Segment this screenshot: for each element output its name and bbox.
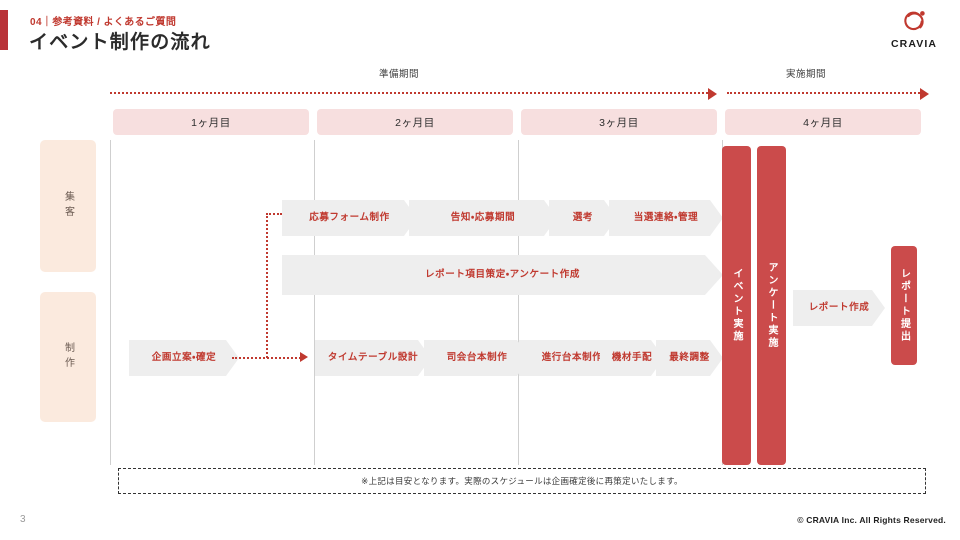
step-report-creation[interactable]: レポート作成 [793, 290, 885, 326]
milestone-event-execution[interactable]: イベント実施 [722, 146, 751, 465]
category-label-production: 制作 [62, 342, 74, 372]
step-equipment-arrangement[interactable]: 機材手配 [600, 340, 664, 376]
connector-stub [266, 213, 282, 215]
milestone-event-execution-label: イベント実施 [731, 268, 742, 343]
page-title: イベント制作の流れ [29, 32, 211, 53]
month-header-1: 1ヶ月目 [113, 109, 309, 135]
step-application-form[interactable]: 応募フォーム制作 [282, 200, 417, 236]
phase-arrow-preparation-head [708, 88, 717, 100]
step-final-adjustment[interactable]: 最終調整 [656, 340, 723, 376]
connector-vertical [266, 213, 268, 358]
phase-label-preparation: 準備期間 [379, 69, 420, 80]
logo-wordmark: CRAVIA [890, 38, 938, 50]
phase-arrow-execution-line [727, 92, 920, 94]
connector-arrow-icon [300, 352, 308, 362]
disclaimer-text: ※上記は目安となります。実際のスケジュールは企画確定後に再策定いたします。 [361, 476, 683, 486]
month-header-2: 2ヶ月目 [317, 109, 513, 135]
breadcrumb: 04｜参考資料 / よくあるご質問 [30, 17, 177, 28]
cravia-swirl-icon [904, 11, 925, 31]
step-screening[interactable]: 選考 [549, 200, 617, 236]
column-divider-1 [314, 140, 315, 465]
phase-arrow-execution-head [920, 88, 929, 100]
phase-arrow-row [0, 88, 960, 100]
connector-horizontal [232, 357, 304, 359]
column-divider-0 [110, 140, 111, 465]
phase-arrow-preparation-line [110, 92, 708, 94]
step-mc-script[interactable]: 司会台本制作 [424, 340, 530, 376]
step-timetable-design[interactable]: タイムテーブル設計 [315, 340, 431, 376]
month-header-3: 3ヶ月目 [521, 109, 717, 135]
category-rail-production: 制作 [40, 292, 96, 422]
phase-label-execution: 実施期間 [786, 69, 827, 80]
milestone-survey-execution[interactable]: アンケート実施 [757, 146, 786, 465]
disclaimer-box: ※上記は目安となります。実際のスケジュールは企画確定後に再策定いたします。 [118, 468, 926, 494]
category-rail-acquisition: 集客 [40, 140, 96, 272]
step-plan-finalize[interactable]: 企画立案・確定 [129, 340, 239, 376]
month-header-4: 4ヶ月目 [725, 109, 921, 135]
milestone-report-submission-label: レポート提出 [898, 268, 910, 343]
milestone-report-submission[interactable]: レポート提出 [891, 246, 917, 365]
column-divider-2 [518, 140, 519, 465]
step-winner-contact[interactable]: 当選連絡・管理 [609, 200, 723, 236]
page-number: 3 [20, 514, 26, 525]
brand-logo: CRAVIA [882, 8, 946, 54]
milestone-survey-execution-label: アンケート実施 [766, 261, 777, 350]
header-accent-bar [0, 10, 8, 50]
step-announcement-period[interactable]: 告知・応募期間 [409, 200, 557, 236]
category-label-acquisition: 集客 [62, 191, 74, 221]
copyright-text: © CRAVIA Inc. All Rights Reserved. [797, 515, 946, 525]
step-report-items-survey[interactable]: レポート項目策定・アンケート作成 [282, 255, 723, 295]
